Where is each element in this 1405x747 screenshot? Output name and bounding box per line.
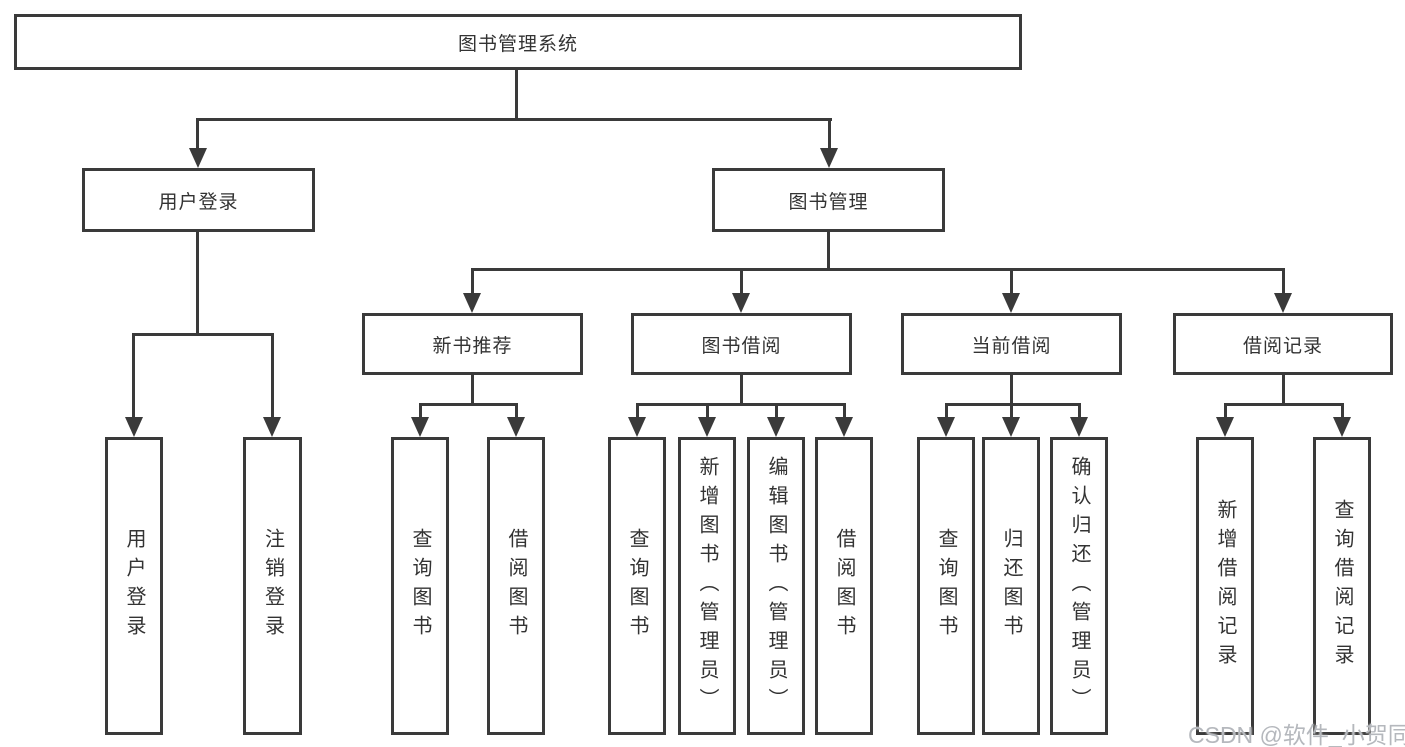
connector-g1-c1-line [419, 403, 422, 420]
node-query-borrow-record: 查询借阅记录 [1313, 437, 1371, 735]
node-borrow-records: 借阅记录 [1173, 313, 1393, 375]
connector-g4-c2-line [1341, 403, 1344, 420]
node-book-borrow: 图书借阅 [631, 313, 852, 375]
connector-g2-c2-line [706, 403, 709, 420]
node-label: 借阅图书 [833, 528, 855, 644]
connector-g4-c2-arrowhead [1333, 417, 1351, 437]
node-label: 图书管理 [788, 191, 869, 213]
node-label: 新增图书（管理员） [696, 455, 718, 717]
connector-g3-c1-arrowhead [937, 417, 955, 437]
node-label: 图书借阅 [701, 335, 782, 357]
node-label: 查询图书 [626, 528, 648, 644]
connector-g4-c1-arrowhead [1216, 417, 1234, 437]
connector-g2-c1-line [636, 403, 639, 420]
connector-to-login-arrowhead [189, 148, 207, 168]
connector-login-stem [196, 232, 199, 336]
connector-g1-c2-line [515, 403, 518, 420]
connector-g1-c2-arrowhead [507, 417, 525, 437]
connector-g4-hline [1224, 403, 1344, 406]
node-book-management: 图书管理 [712, 168, 945, 232]
node-borrow-books-leaf: 借阅图书 [815, 437, 873, 735]
connector-g1-c1-arrowhead [411, 417, 429, 437]
node-label: 编辑图书（管理员） [765, 455, 787, 717]
node-current-borrow: 当前借阅 [901, 313, 1122, 375]
connector-g2-c4-line [843, 403, 846, 420]
node-label: 图书管理系统 [457, 33, 578, 55]
connector-login-child2-line [271, 333, 274, 419]
node-label: 查询图书 [935, 528, 957, 644]
connector-g3-c3-arrowhead [1070, 417, 1088, 437]
node-query-books-current: 查询图书 [917, 437, 975, 735]
node-library-management-system: 图书管理系统 [14, 14, 1022, 70]
connector-group1-line [471, 268, 474, 296]
connector-g2-c3-line [775, 403, 778, 420]
node-label: 注销登录 [261, 528, 284, 644]
connector-login-child1-arrowhead [125, 417, 143, 437]
connector-group3-line [1010, 268, 1013, 296]
connector-group4-arrowhead [1274, 293, 1292, 313]
node-logout-leaf: 注销登录 [243, 437, 302, 735]
connector-g2-hline [636, 403, 846, 406]
node-label: 确认归还（管理员） [1068, 455, 1090, 717]
connector-manage-hline [471, 268, 1285, 271]
connector-to-manage-arrowhead [820, 148, 838, 168]
connector-g3-hline [945, 403, 1081, 406]
csdn-watermark: CSDN @软件_小贺同学 [1188, 722, 1405, 747]
connector-root-stem [515, 70, 518, 120]
node-label: 新增借阅记录 [1214, 499, 1236, 673]
connector-g3-c1-line [945, 403, 948, 420]
node-confirm-return-admin: 确认归还（管理员） [1050, 437, 1108, 735]
node-add-book-admin: 新增图书（管理员） [678, 437, 736, 735]
connector-manage-stem [827, 232, 830, 271]
node-user-login: 用户登录 [82, 168, 315, 232]
connector-group2-line [740, 268, 743, 296]
connector-g2-c1-arrowhead [628, 417, 646, 437]
connector-to-login-line [196, 118, 199, 150]
connector-g2-c2-arrowhead [698, 417, 716, 437]
connector-g2-stem [740, 375, 743, 406]
connector-g3-c2-line [1010, 403, 1013, 420]
connector-group1-arrowhead [463, 293, 481, 313]
node-label: 用户登录 [158, 191, 239, 213]
node-label: 查询图书 [409, 528, 431, 644]
connector-login-child2-arrowhead [263, 417, 281, 437]
connector-root-hline [196, 118, 832, 121]
node-new-book-recommend: 新书推荐 [362, 313, 583, 375]
connector-g3-c2-arrowhead [1002, 417, 1020, 437]
node-label: 归还图书 [1000, 528, 1022, 644]
connector-g1-stem [471, 375, 474, 406]
node-label: 查询借阅记录 [1331, 499, 1353, 673]
node-label: 借阅记录 [1242, 335, 1323, 357]
connector-group3-arrowhead [1002, 293, 1020, 313]
connector-g1-hline [419, 403, 518, 406]
connector-g3-c3-line [1078, 403, 1081, 420]
connector-g2-c4-arrowhead [835, 417, 853, 437]
node-label: 新书推荐 [432, 335, 513, 357]
node-return-books: 归还图书 [982, 437, 1040, 735]
connector-g2-c3-arrowhead [767, 417, 785, 437]
node-label: 用户登录 [123, 528, 145, 644]
node-query-books-borrow: 查询图书 [608, 437, 666, 735]
connector-g4-stem [1282, 375, 1285, 406]
node-borrow-books-recommend: 借阅图书 [487, 437, 545, 735]
node-user-login-leaf: 用户登录 [105, 437, 163, 735]
connector-g4-c1-line [1224, 403, 1227, 420]
connector-to-manage-line [828, 118, 831, 150]
connector-group2-arrowhead [732, 293, 750, 313]
connector-g3-stem [1010, 375, 1013, 406]
node-label: 当前借阅 [971, 335, 1052, 357]
node-label: 借阅图书 [505, 528, 527, 644]
node-query-books-recommend: 查询图书 [391, 437, 449, 735]
node-add-borrow-record: 新增借阅记录 [1196, 437, 1254, 735]
connector-login-child1-line [132, 333, 135, 419]
connector-group4-line [1282, 268, 1285, 296]
node-edit-book-admin: 编辑图书（管理员） [747, 437, 805, 735]
connector-login-hline [132, 333, 274, 336]
